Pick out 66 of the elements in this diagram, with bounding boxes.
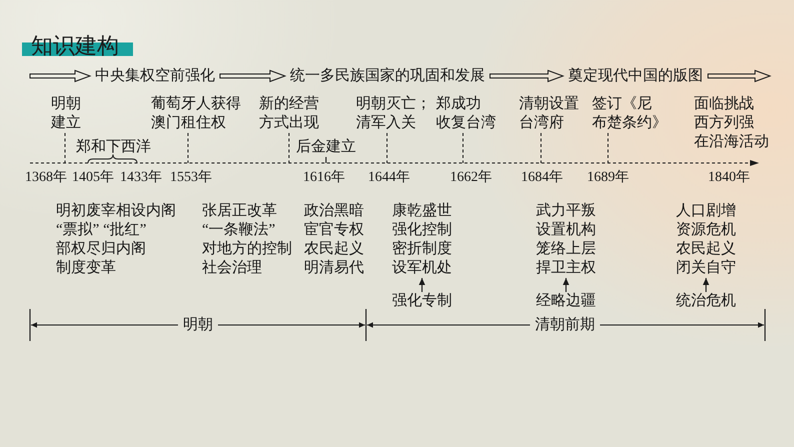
period-label: 清朝前期 <box>535 316 595 334</box>
note-text: “票拟” “批红” <box>56 221 146 240</box>
arrow <box>418 278 426 292</box>
note-text: 设置机构 <box>536 221 596 240</box>
theme-text: 奠定现代中国的版图 <box>563 66 708 86</box>
note-text: 闭关自守 <box>676 259 736 278</box>
year-label: 1689年 <box>587 170 629 186</box>
note-text: 明清易代 <box>304 259 364 278</box>
event-text: 明朝建立 <box>51 95 84 133</box>
summary-text: 统治危机 <box>676 292 736 311</box>
period-label: 明朝 <box>183 316 213 334</box>
note-text: 社会治理 <box>202 259 262 278</box>
hollow-arrow <box>490 70 564 82</box>
note-text: 对地方的控制 <box>202 240 292 259</box>
year-label: 1616年 <box>303 170 345 186</box>
note-text: 捍卫主权 <box>536 259 596 278</box>
note-text: 康乾盛世 <box>392 202 452 221</box>
leader-line <box>540 132 542 164</box>
year-label: 1368年 <box>25 170 67 186</box>
leader-line <box>325 157 327 163</box>
note-text: 设军机处 <box>392 259 452 278</box>
year-label: 1405年 <box>72 170 114 186</box>
hollow-arrow <box>30 70 92 82</box>
note-text: “一条鞭法” <box>202 221 276 240</box>
note-text: 部权尽归内阁 <box>56 240 146 259</box>
year-label: 1553年 <box>170 170 212 186</box>
event-text: 郑成功收复台湾 <box>436 95 499 133</box>
event-text: 清朝设置台湾府 <box>519 95 582 133</box>
note-text: 武力平叛 <box>536 202 596 221</box>
hollow-arrow <box>220 70 286 82</box>
arrow <box>562 278 570 292</box>
event-text: 葡萄牙人获得澳门租住权 <box>151 95 244 133</box>
note-text: 张居正改革 <box>202 202 277 221</box>
note-text: 明初废宰相设内阁 <box>56 202 176 221</box>
note-text: 制度变革 <box>56 259 116 278</box>
note-text: 笼络上层 <box>536 240 596 259</box>
theme-text: 中央集权空前强化 <box>90 66 220 86</box>
event-text: 后金建立 <box>296 138 356 157</box>
leader-line <box>64 132 66 164</box>
leader-line <box>288 132 290 164</box>
note-text: 人口剧增 <box>676 202 736 221</box>
year-label: 1644年 <box>368 170 410 186</box>
note-text: 密折制度 <box>392 240 452 259</box>
summary-text: 强化专制 <box>392 292 452 311</box>
year-label: 1684年 <box>521 170 563 186</box>
summary-text: 经略边疆 <box>536 292 596 311</box>
year-label: 1662年 <box>450 170 492 186</box>
note-text: 强化控制 <box>392 221 452 240</box>
note-text: 资源危机 <box>676 221 736 240</box>
note-text: 农民起义 <box>304 240 364 259</box>
hollow-arrow <box>708 70 772 82</box>
year-label: 1433年 <box>120 170 162 186</box>
leader-line <box>462 132 464 164</box>
event-text: 签订《尼布楚条约》 <box>592 95 670 133</box>
note-text: 宦官专权 <box>304 221 364 240</box>
theme-text: 统一多民族国家的巩固和发展 <box>285 66 490 86</box>
note-text: 政治黑暗 <box>304 202 364 221</box>
leader-line <box>386 132 388 164</box>
event-text: 明朝灭亡；清军入关 <box>356 95 434 133</box>
arrow <box>702 278 710 292</box>
timeline-axis <box>30 160 759 166</box>
event-text: 新的经营方式出现 <box>259 95 322 133</box>
note-text: 农民起义 <box>676 240 736 259</box>
event-text: 面临挑战西方列强在沿海活动 <box>694 95 770 152</box>
year-label: 1840年 <box>708 170 750 186</box>
event-text: 郑和下西洋 <box>76 138 151 157</box>
